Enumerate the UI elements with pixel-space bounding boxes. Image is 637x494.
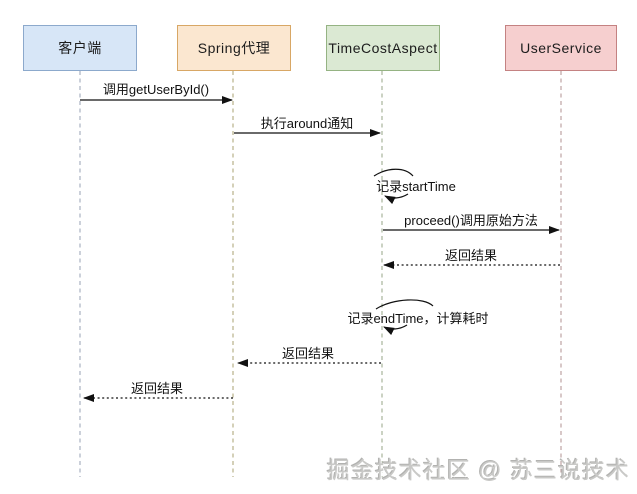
message-label-call-getuserbyid: 调用getUserById()	[102, 82, 210, 97]
self-loop-endtime-top	[375, 299, 434, 310]
self-loop-endtime-arrow	[383, 324, 408, 336]
message-label-return-result-2: 返回结果	[281, 346, 335, 361]
participant-label: Spring代理	[197, 40, 271, 56]
participant-box-userservice: UserService	[505, 25, 617, 71]
participant-label: 客户端	[58, 40, 102, 56]
message-label-around-advice: 执行around通知	[260, 116, 354, 131]
participant-box-spring-proxy: Spring代理	[177, 25, 291, 71]
message-label-return-result-3: 返回结果	[130, 381, 184, 396]
self-loop-starttime-top	[373, 168, 414, 177]
self-loop-starttime-arrow	[384, 193, 409, 205]
participant-label: UserService	[520, 40, 602, 56]
message-label-record-endtime: 记录endTime，计算耗时	[347, 311, 489, 326]
message-label-record-starttime: 记录startTime	[376, 179, 456, 194]
participant-label: TimeCostAspect	[328, 40, 438, 56]
participant-box-timecostaspect: TimeCostAspect	[326, 25, 440, 71]
message-label-return-result-1: 返回结果	[444, 248, 498, 263]
message-label-proceed-call: proceed()调用原始方法	[404, 213, 538, 228]
watermark-text: 掘金技术社区 @ 苏三说技术	[326, 457, 630, 483]
participant-box-client: 客户端	[23, 25, 137, 71]
